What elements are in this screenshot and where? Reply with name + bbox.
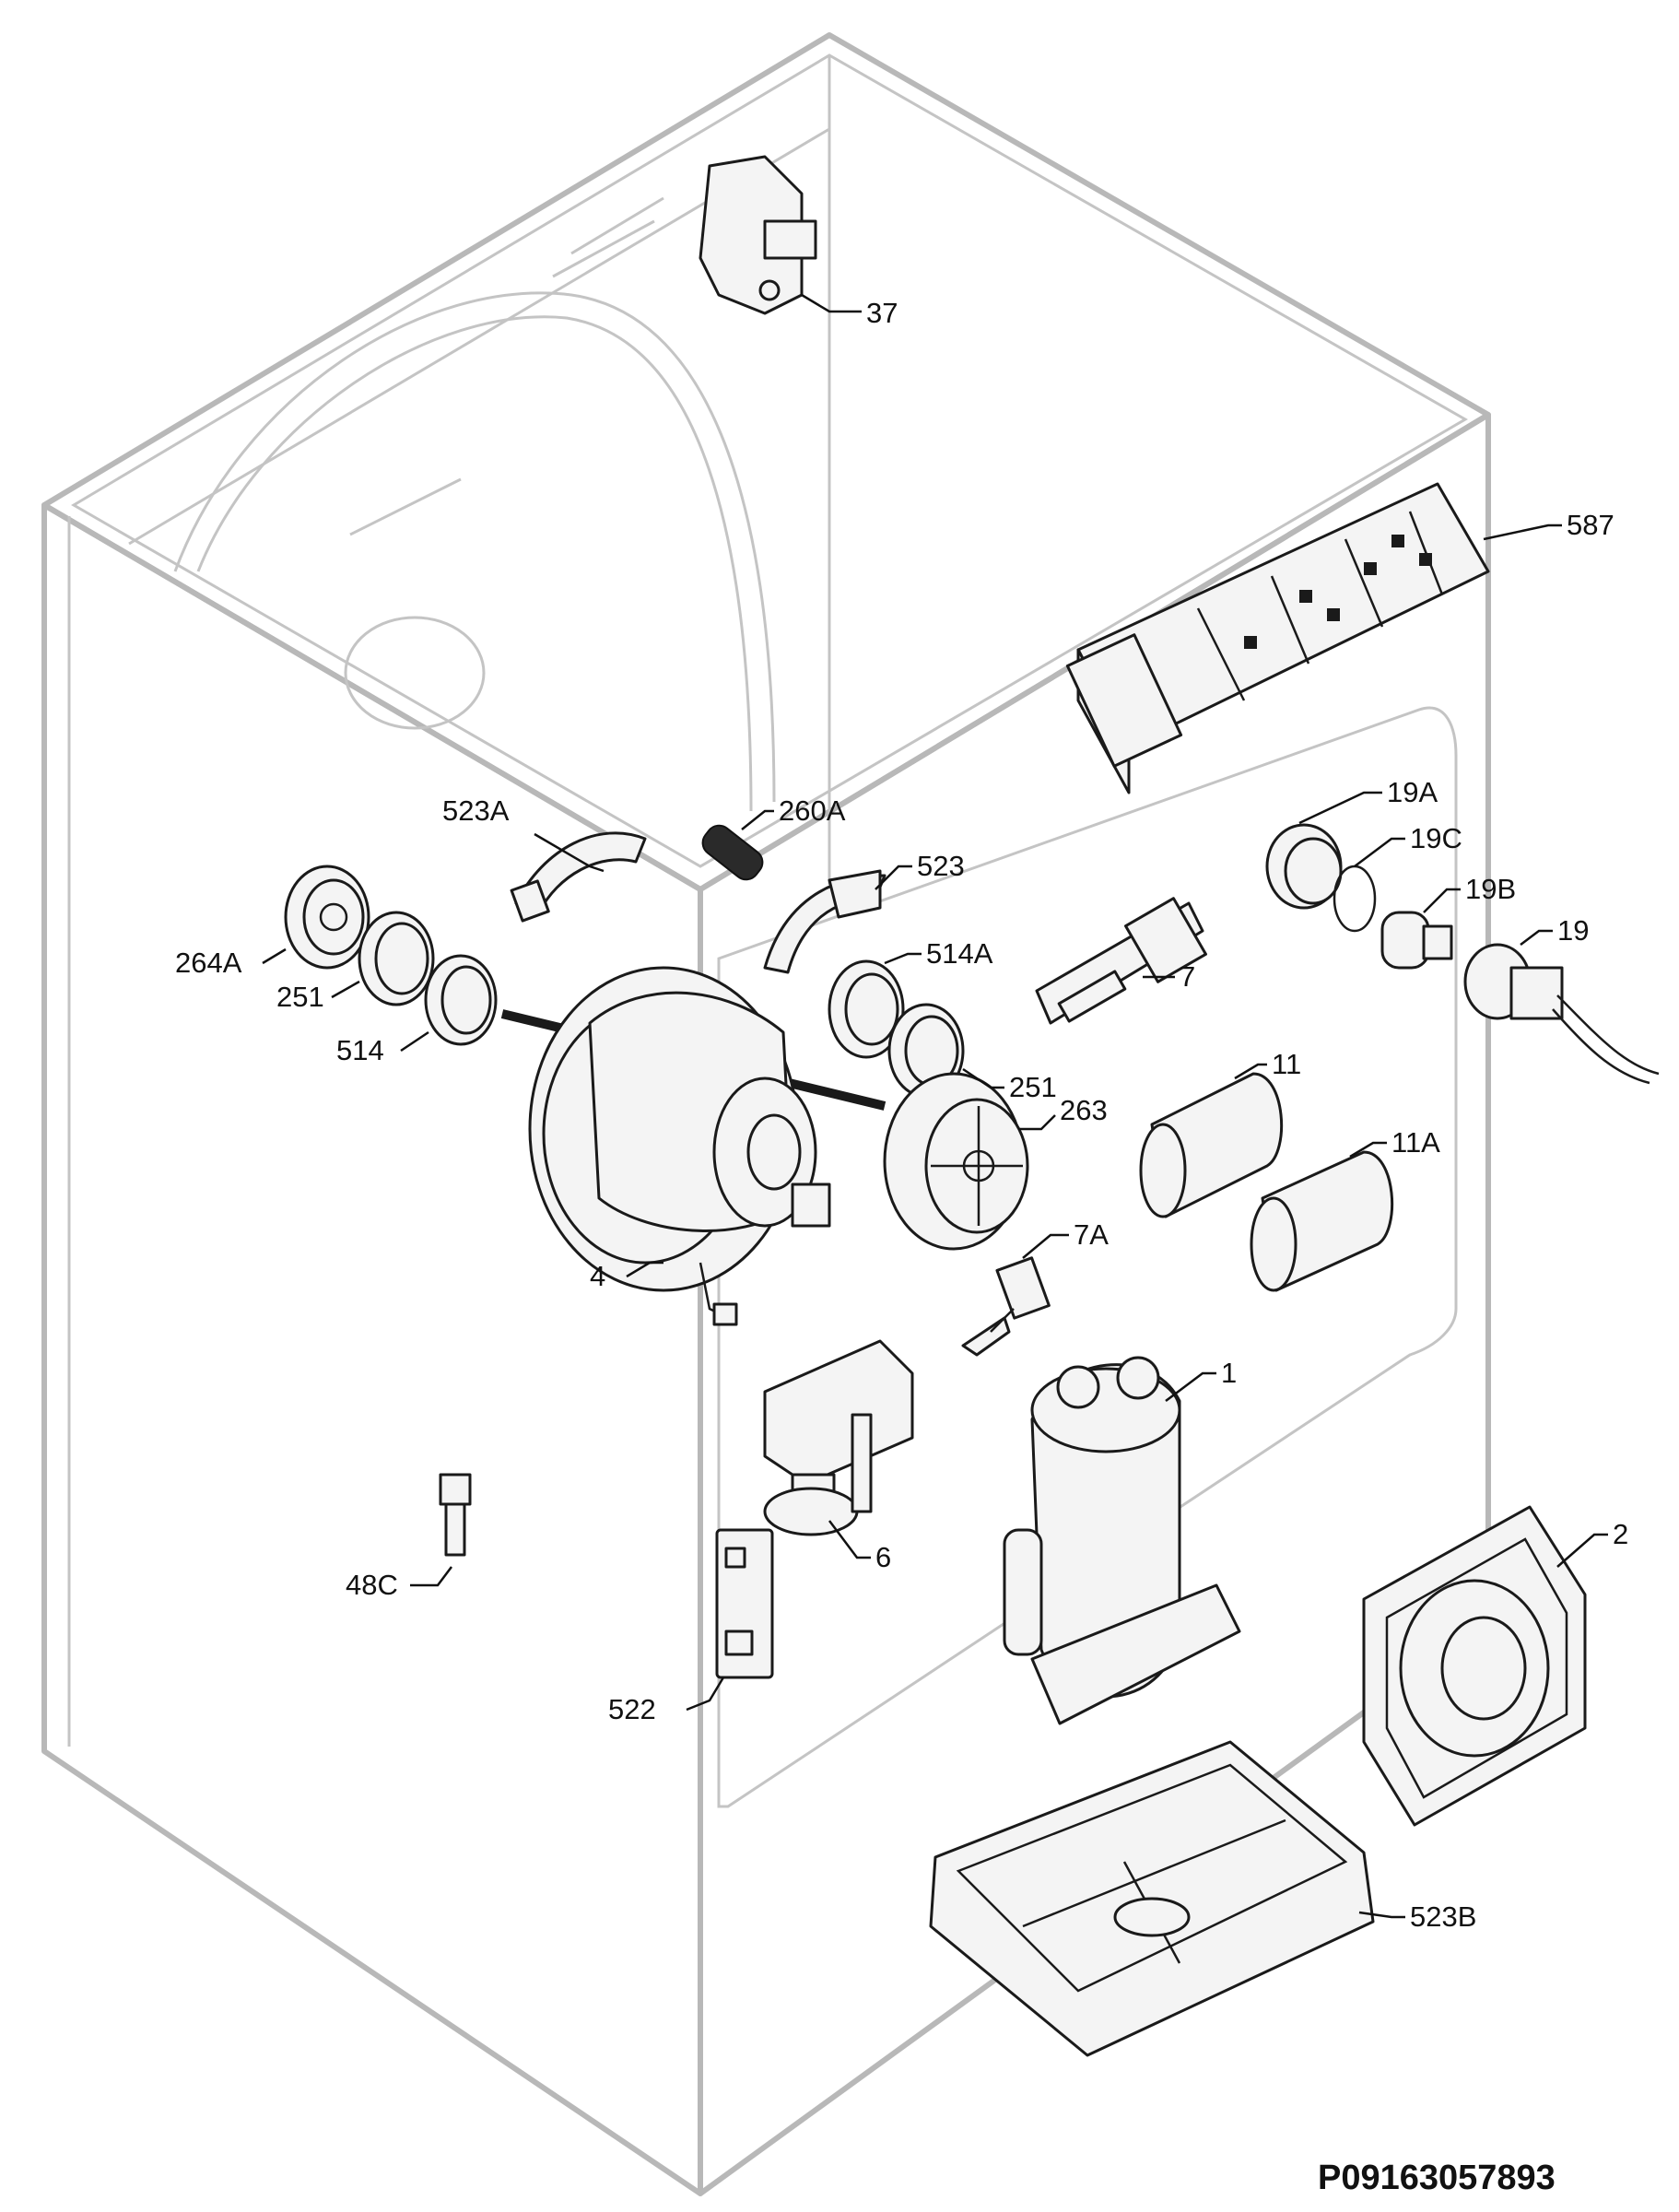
capacitor-part-11 <box>1139 1072 1284 1218</box>
callout-7A: 7A <box>1074 1218 1109 1251</box>
callout-7: 7 <box>1180 960 1195 993</box>
callout-264A: 264A <box>175 947 242 979</box>
callout-19A: 19A <box>1387 776 1438 808</box>
base-tray-part-523B <box>929 1740 1375 2057</box>
callout-11A: 11A <box>1391 1126 1440 1159</box>
seal-part-19C <box>1333 865 1377 933</box>
callout-2: 2 <box>1613 1518 1628 1550</box>
ring-part-514A <box>828 959 905 1059</box>
callout-19B: 19B <box>1465 873 1516 905</box>
callout-514: 514 <box>336 1034 384 1066</box>
pulley-part-264A <box>284 865 370 970</box>
ring-part-251-left <box>358 911 435 1006</box>
bearing-bracket-part-523A <box>510 831 647 923</box>
compressor-part-1 <box>1003 1356 1241 1725</box>
shaft-part-19B <box>1380 911 1453 970</box>
callout-514A: 514A <box>926 937 993 970</box>
callout-523: 523 <box>917 850 965 882</box>
door-lock-part-37 <box>699 155 817 315</box>
leader-lines <box>262 293 1608 1919</box>
callout-523B: 523B <box>1410 1900 1476 1933</box>
capacitor-part-11A <box>1250 1150 1394 1292</box>
sensor-part-522 <box>715 1528 774 1679</box>
switch-part-7 <box>1035 897 1207 1025</box>
callout-251-right: 251 <box>1009 1071 1057 1103</box>
callout-labels: 37 587 523A 260A 523 19A 19C 19B 19 264A… <box>175 297 1628 1933</box>
callout-263: 263 <box>1060 1094 1108 1126</box>
callout-6: 6 <box>875 1541 891 1573</box>
callout-4: 4 <box>590 1260 605 1292</box>
knob-part-19A <box>1265 823 1343 910</box>
callout-48C: 48C <box>346 1569 398 1601</box>
sensor-part-19 <box>1463 943 1660 1085</box>
callout-19C: 19C <box>1410 822 1462 854</box>
reference-code: P09163057893 <box>1318 2159 1556 2197</box>
callout-37: 37 <box>866 297 898 329</box>
callout-11: 11 <box>1272 1048 1301 1080</box>
connector-part-48C <box>439 1473 472 1557</box>
bracket-part-7A <box>961 1256 1051 1357</box>
callout-522: 522 <box>608 1693 656 1725</box>
callout-587: 587 <box>1567 509 1614 541</box>
callout-251-left: 251 <box>276 981 324 1013</box>
callout-1: 1 <box>1221 1357 1237 1389</box>
callout-260A: 260A <box>779 794 846 827</box>
bearing-bracket-part-523 <box>763 869 886 974</box>
callout-19: 19 <box>1557 914 1589 947</box>
pump-part-6 <box>763 1339 914 1536</box>
motor-part-4 <box>500 966 886 1326</box>
fan-part-2 <box>1362 1505 1587 1827</box>
spring-part-260A <box>701 824 764 881</box>
callout-523A: 523A <box>442 794 510 827</box>
ring-part-514 <box>424 954 498 1046</box>
pulley-part-263 <box>883 1072 1029 1251</box>
control-board-part-587 <box>1065 482 1490 794</box>
